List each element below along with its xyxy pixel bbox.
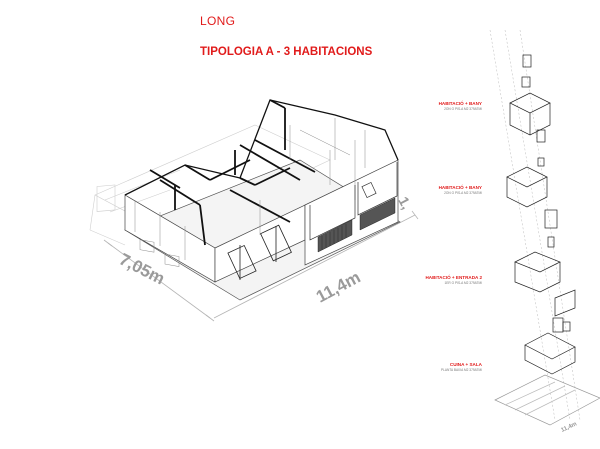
exploded-axonometric [489, 29, 581, 421]
level-label-2: HABITACIÓ + BANY 2ON O PIS-A M2 379ATMI [439, 185, 482, 195]
front-windows [227, 224, 292, 280]
level-label-sub: 2ON O PIS-A M2 379ATMI [444, 107, 482, 111]
level-label-3: HABITACIÓ + ENTRADA 2 1ER O PIS-A M2 379… [425, 275, 482, 285]
level-label-sub: 1ER O PIS-A M2 379ATMI [444, 281, 483, 285]
level-label-sub: PLANTA BAIXA M2 379ATMI [441, 368, 482, 372]
dimension-length: 11,4m [313, 268, 364, 307]
level-label-title: HABITACIÓ + ENTRADA 2 [425, 275, 482, 280]
dimension-depth: 7,05m [116, 250, 168, 289]
dimension-lines [103, 210, 419, 322]
level-label-1: HABITACIÓ + BANY 2ON O PIS-A M2 379ATMI [439, 101, 482, 111]
level-label-title: CUINA + SALA [449, 362, 482, 367]
exploded-level-2 [506, 129, 548, 208]
main-building [124, 99, 401, 301]
exploded-level-1 [509, 54, 551, 136]
balcony-railings [317, 197, 396, 253]
exploded-level-3 [514, 209, 576, 317]
page-title: TIPOLOGIA A - 3 HABITACIONS [200, 46, 373, 58]
level-label-title: HABITACIÓ + BANY [438, 101, 482, 106]
level-label-title: HABITACIÓ + BANY [438, 185, 482, 190]
level-label-sub: 2ON O PIS-A M2 379ATMI [444, 191, 482, 195]
exploded-level-4 [494, 317, 600, 426]
project-label: LONG [200, 14, 236, 28]
level-label-4: CUINA + SALA PLANTA BAIXA M2 379ATMI [441, 362, 482, 372]
small-dimension: 11,4m [560, 421, 578, 433]
